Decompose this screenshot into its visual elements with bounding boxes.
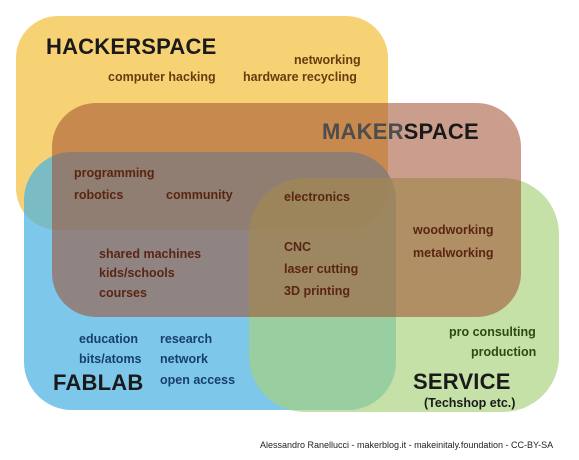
term-cnc: CNC (284, 240, 312, 254)
term-community: community (166, 188, 233, 202)
credit-text: Alessandro Ranellucci - makerblog.it - m… (260, 440, 554, 450)
term-laser-cutting: laser cutting (284, 262, 359, 276)
hackerspace-title: HACKERSPACE (46, 34, 217, 59)
term-open-access: open access (160, 373, 236, 387)
term-shared-machines: shared machines (99, 247, 202, 261)
fablab-title: FABLAB (53, 370, 144, 395)
term-networking: networking (294, 53, 361, 67)
term-research: research (160, 332, 213, 346)
term-bits-atoms: bits/atoms (79, 352, 142, 366)
term-metalworking: metalworking (413, 246, 494, 260)
term-courses: courses (99, 286, 147, 300)
term-robotics: robotics (74, 188, 124, 202)
term-network: network (160, 352, 208, 366)
term-3d-printing: 3D printing (284, 284, 350, 298)
makerspace-title: MAKERSPACE (322, 121, 479, 143)
term-hardware-recycling: hardware recycling (243, 70, 357, 84)
service-title: SERVICE (413, 369, 511, 394)
makerspace-title-highlight: MAKER (322, 119, 404, 144)
service-subtitle: (Techshop etc.) (424, 396, 516, 410)
term-kids-schools: kids/schools (99, 266, 175, 280)
term-computer-hacking: computer hacking (108, 70, 216, 84)
term-production: production (471, 345, 537, 359)
term-programming: programming (74, 166, 155, 180)
term-woodworking: woodworking (413, 223, 494, 237)
term-pro-consulting: pro consulting (449, 325, 536, 339)
makerspace-region (52, 103, 521, 317)
makerspace-title-rest: SPACE (403, 119, 479, 144)
term-electronics: electronics (284, 190, 351, 204)
term-education: education (79, 332, 139, 346)
